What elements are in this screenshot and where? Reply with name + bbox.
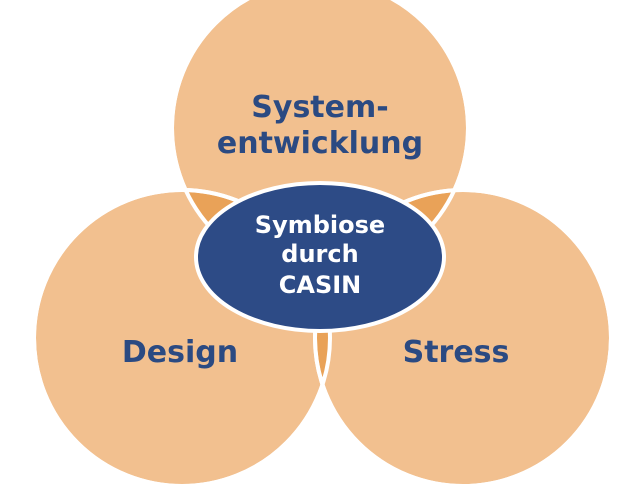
outline-right (313, 188, 613, 488)
center-ellipse (194, 181, 446, 333)
label-left: Design (122, 335, 238, 370)
center-line3: CASIN (279, 271, 362, 299)
center-line2: durch (281, 240, 358, 268)
center-line1: Symbiose (255, 211, 385, 239)
label-top-line2: entwicklung (217, 126, 423, 161)
label-top-line1: System- (251, 90, 388, 125)
label-right: Stress (403, 335, 510, 370)
outline-left (32, 188, 332, 488)
